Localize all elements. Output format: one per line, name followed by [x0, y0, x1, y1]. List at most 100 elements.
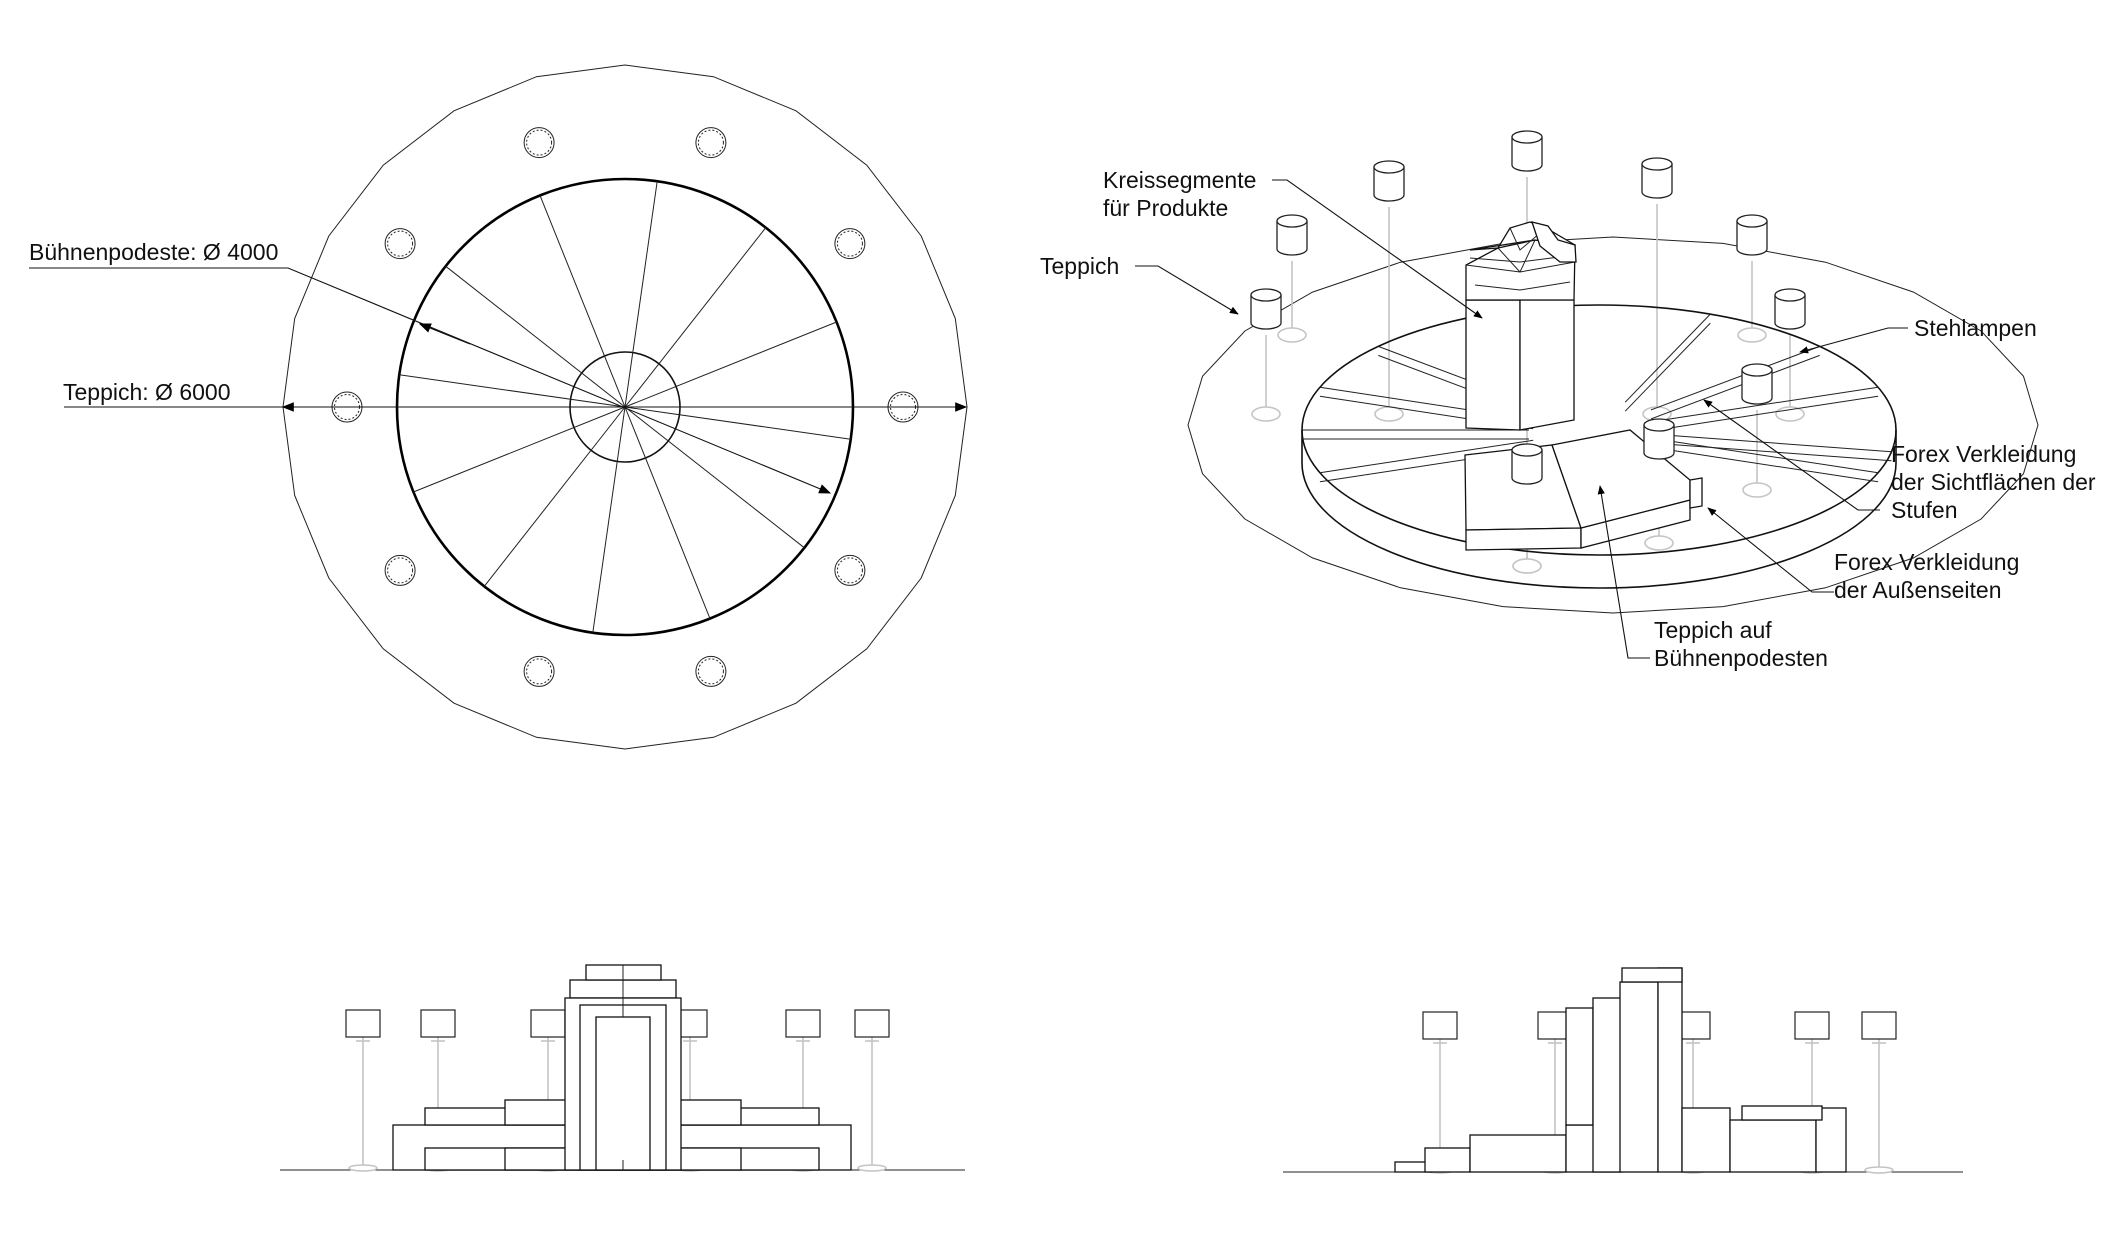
lamp-shade — [854, 1009, 890, 1038]
segment-line — [624, 406, 711, 619]
lamp-shade — [345, 1009, 381, 1038]
lamp-shade — [1511, 449, 1543, 485]
lamp-shade-top — [1736, 214, 1768, 228]
isometric-view: Kreissegmente für Produkte Teppich Stehl… — [1040, 130, 2096, 671]
lamp-shade-top — [1511, 130, 1543, 144]
kreissegmente-label-1: Kreissegmente — [1103, 167, 1256, 193]
segment-line — [624, 321, 837, 408]
step-segment-line — [1667, 434, 1892, 453]
forex-sicht-label-2: der Sichtflächen der — [1891, 469, 2096, 495]
platform-diameter-label: Bühnenpodeste: Ø 4000 — [29, 239, 278, 265]
lamp-shade — [785, 1009, 821, 1038]
lamp-inner — [697, 129, 724, 156]
lamp-shade-top — [1643, 418, 1675, 432]
lamp-shade — [1641, 163, 1673, 199]
lamp-inner — [697, 658, 724, 685]
lamp-base — [348, 1164, 378, 1172]
iso-center-column — [1465, 221, 1577, 431]
teppich-auf-label-2: Bühnenpodesten — [1654, 645, 1828, 671]
forex-aussen-label-1: Forex Verkleidung — [1834, 549, 2019, 575]
lamp-circle — [384, 228, 416, 260]
lamp-base — [1775, 406, 1805, 422]
lamp-circle — [834, 554, 866, 586]
lamp-circle — [695, 655, 727, 687]
lamp-shade — [1422, 1011, 1458, 1040]
lamp-base — [1277, 327, 1307, 343]
lamp-base — [857, 1164, 887, 1172]
front-elevation — [280, 964, 965, 1172]
plan-view: Teppich: Ø 6000 Bühnenpodeste: Ø 4000 — [29, 64, 968, 750]
lamp-shade — [1511, 136, 1543, 172]
platform-dimension-arrow-left — [418, 323, 471, 345]
lamp-shade — [1643, 424, 1675, 460]
lamp-shade-top — [1373, 160, 1405, 174]
platform-dimension-line — [29, 267, 832, 494]
leader-teppich-auf — [1597, 485, 1650, 659]
leader-kreissegmente — [1272, 179, 1483, 319]
leader-stehlampen — [1799, 327, 1908, 354]
lamp-inner — [526, 129, 553, 156]
lamp-shade — [1774, 294, 1806, 330]
teppich-auf-label-1: Teppich auf — [1654, 617, 1772, 643]
lamp-shade — [1861, 1011, 1897, 1040]
step-riser-line — [1624, 322, 1711, 412]
side-elevation-lamps — [1422, 1011, 1897, 1174]
lamp-shade-top — [1774, 288, 1806, 302]
lamp-base — [1512, 558, 1542, 574]
kreissegmente-label-2: für Produkte — [1103, 195, 1228, 221]
segment-line — [413, 406, 626, 493]
lamp-inner — [387, 230, 414, 257]
lamp-shade — [1373, 166, 1405, 202]
lamp-shade-top — [1250, 288, 1282, 302]
segment-line — [624, 406, 851, 440]
side-elevation-structure — [1394, 967, 1847, 1173]
leader-forex-aussen — [1707, 507, 1834, 593]
forex-sicht-label-3: Stufen — [1891, 497, 1958, 523]
lamp-shade — [1741, 369, 1773, 405]
lamp-inner — [526, 658, 553, 685]
step-segment-line — [1664, 386, 1879, 421]
lamp-shade-top — [1741, 363, 1773, 377]
lamp-shade — [1736, 220, 1768, 256]
lamp-circle — [384, 554, 416, 586]
lamp-base — [1644, 535, 1674, 551]
lamp-shade-top — [1511, 443, 1543, 457]
leader-forex-sicht — [1703, 399, 1880, 511]
segment-line — [399, 374, 626, 408]
step-segment-line — [1319, 439, 1534, 474]
lamp-base — [1864, 1166, 1894, 1174]
segment-line — [624, 227, 767, 408]
lamp-inner — [387, 557, 414, 584]
side-elevation — [1283, 967, 1963, 1174]
carpet-diameter-label: Teppich: Ø 6000 — [63, 379, 231, 405]
lamp-shade-top — [1641, 157, 1673, 171]
segment-line — [592, 406, 626, 633]
lamp-shade — [1250, 294, 1282, 330]
lamp-base — [1742, 482, 1772, 498]
segment-line — [539, 195, 626, 408]
step-riser-line — [1650, 354, 1820, 420]
lamp-base — [1251, 406, 1281, 422]
forex-sicht-label-1: Forex Verkleidung — [1891, 441, 2076, 467]
platform-segment-lines — [399, 181, 851, 633]
iso-front-steps — [1464, 429, 1703, 551]
lamp-shade — [1794, 1011, 1830, 1040]
lamp-shade — [420, 1009, 456, 1038]
lamp-inner — [836, 557, 863, 584]
lamp-shade — [1276, 220, 1308, 256]
segment-line — [624, 181, 658, 408]
lamp-shade — [530, 1009, 566, 1038]
iso-lamp-bases — [1251, 177, 1805, 574]
forex-aussen-label-2: der Außenseiten — [1834, 577, 2002, 603]
front-elevation-structure — [392, 964, 852, 1171]
iso-lamps — [1250, 130, 1806, 485]
lamp-circle — [523, 655, 555, 687]
lamp-shade-top — [1276, 214, 1308, 228]
lamp-inner — [836, 230, 863, 257]
segment-line — [483, 406, 626, 587]
lamp-base — [1374, 406, 1404, 422]
step-riser-line — [1664, 448, 1879, 483]
step-segment-line — [1664, 439, 1879, 474]
iso-carpet-outline — [1187, 236, 2039, 614]
